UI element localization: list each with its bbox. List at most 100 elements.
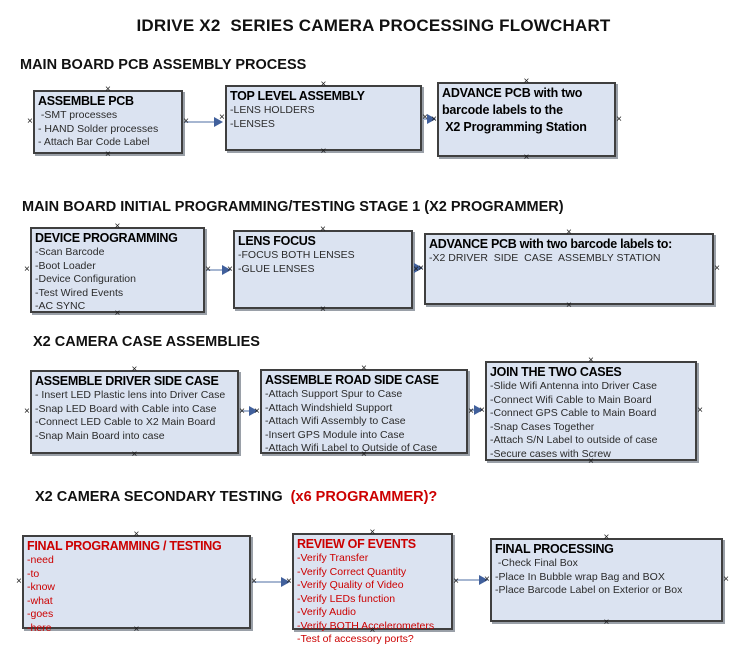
box-line: -Attach Support Spur to Case (265, 388, 403, 400)
connection-point-icon: × (603, 532, 610, 543)
flow-box-assemble-driver-side-case[interactable]: × × × × ASSEMBLE DRIVER SIDE CASE - Inse… (24, 365, 245, 460)
connection-point-icon: × (616, 113, 622, 125)
flow-arrow[interactable] (414, 263, 423, 273)
arrow-line (423, 118, 427, 120)
arrow-line (241, 410, 249, 412)
connection-point-icon: × (479, 405, 485, 416)
box-line: ADVANCE PCB with two (442, 86, 583, 100)
box-line: -need (27, 554, 54, 566)
section-heading-red-part: (x6 PROGRAMMER)? (290, 489, 438, 505)
connection-point-icon: × (205, 264, 211, 275)
connection-point-icon: × (219, 112, 225, 123)
arrow-line (470, 409, 474, 411)
flow-arrow[interactable] (423, 114, 436, 124)
box-line: -Verify Correct Quantity (297, 565, 407, 578)
flow-arrow[interactable] (470, 405, 483, 415)
arrow-head-icon (281, 577, 290, 587)
box-line: -Attach Windshield Support (265, 401, 393, 414)
box-line: -Snap Cases Together (490, 420, 595, 433)
flow-box-top-level-assembly[interactable]: × × × × TOP LEVEL ASSEMBLY -LENS HOLDERS… (219, 80, 428, 157)
flow-box-final-processing[interactable]: × × × × FINAL PROCESSING -Check Final Bo… (484, 533, 729, 628)
box-title: REVIEW OF EVENTS (297, 537, 416, 551)
box-line: -goes (27, 608, 54, 620)
box-line: -SMT processes (38, 109, 118, 121)
box-line: -to (27, 567, 40, 580)
connection-point-icon: × (183, 116, 189, 127)
connection-point-icon: × (468, 405, 474, 417)
connection-point-icon: × (251, 576, 257, 587)
box-line: -Place Barcode Label on Exterior or Box (495, 584, 683, 596)
box-line: -Scan Barcode (35, 246, 105, 258)
box-line: -X2 DRIVER SIDE CASE ASSEMBLY STATION (429, 252, 661, 264)
box-title: LENS FOCUS (238, 234, 316, 248)
box-title: ADVANCE PCB with two barcode labels to: (429, 237, 672, 251)
arrow-head-icon (427, 114, 436, 124)
box-title: DEVICE PROGRAMMING (35, 231, 178, 245)
box-line: -Test Wired Events (35, 286, 124, 299)
box-line: -Connect LED Cable to X2 Main Board (35, 416, 216, 428)
flow-arrow[interactable] (241, 406, 258, 416)
box-line: - Insert LED Plastic lens into Driver Ca… (35, 389, 226, 401)
flow-arrow[interactable] (185, 117, 223, 127)
arrow-head-icon (249, 406, 258, 416)
connection-point-icon: × (105, 84, 111, 95)
box-line: -Verify Quality of Video (297, 579, 404, 591)
flow-box-final-programming-testing[interactable]: × × × × FINAL PROGRAMMING / TESTING -nee… (16, 530, 257, 635)
box-line: -Boot Loader (35, 259, 96, 272)
flow-box-advance-pcb-driver-side-station[interactable]: × × × × ADVANCE PCB with two barcode lab… (418, 228, 720, 311)
box-line: -Test of accessory ports? (297, 633, 414, 645)
box-title: ASSEMBLE ROAD SIDE CASE (265, 373, 439, 387)
connection-point-icon: × (114, 308, 121, 319)
connection-point-icon: × (114, 221, 121, 232)
box-line: barcode labels to the (442, 103, 563, 117)
connection-point-icon: × (24, 406, 30, 417)
flow-box-advance-pcb-programming-station[interactable]: × × × × ADVANCE PCB with two barcode lab… (431, 77, 622, 163)
flow-box-lens-focus[interactable]: × × × × LENS FOCUS -FOCUS BOTH LENSES -G… (227, 225, 419, 315)
connection-point-icon: × (131, 364, 138, 375)
flow-arrow[interactable] (207, 265, 231, 275)
connection-point-icon: × (566, 300, 572, 311)
flow-arrow[interactable] (253, 577, 290, 587)
connection-point-icon: × (361, 449, 367, 460)
box-line: -FOCUS BOTH LENSES (238, 249, 355, 261)
connection-point-icon: × (369, 625, 376, 636)
arrow-line (207, 269, 222, 271)
connection-point-icon: × (603, 617, 610, 628)
box-line: -Attach Wifi Label to Outside of Case (265, 442, 438, 454)
box-title: FINAL PROGRAMMING / TESTING (27, 539, 222, 553)
connection-point-icon: × (133, 529, 140, 540)
connection-point-icon: × (286, 575, 292, 587)
flow-box-assemble-pcb[interactable]: × × × × ASSEMBLE PCB -SMT processes - HA… (27, 85, 189, 160)
connection-point-icon: × (418, 263, 424, 274)
connection-point-icon: × (105, 149, 111, 160)
box-line: -Snap LED Board with Cable into Case (35, 402, 217, 415)
flow-box-assemble-road-side-case[interactable]: × × × × ASSEMBLE ROAD SIDE CASE -Attach … (254, 364, 474, 460)
page-title: IDRIVE X2 SERIES CAMERA PROCESSING FLOWC… (136, 16, 611, 35)
box-line: -what (27, 594, 53, 607)
flow-arrow[interactable] (455, 575, 488, 585)
connection-point-icon: × (254, 405, 260, 417)
box-line: -Verify LEDs function (297, 592, 396, 605)
box-title: FINAL PROCESSING (495, 542, 614, 556)
box-line: -Slide Wifi Antenna into Driver Case (490, 380, 657, 392)
connection-point-icon: × (320, 146, 327, 157)
box-line: -LENSES (230, 117, 275, 130)
arrow-head-icon (414, 263, 423, 273)
box-title: JOIN THE TWO CASES (490, 365, 622, 379)
flow-box-device-programming[interactable]: × × × × DEVICE PROGRAMMING -Scan Barcode… (24, 222, 211, 319)
connection-point-icon: × (24, 264, 30, 275)
box-line: -Secure cases with Screw (490, 447, 611, 460)
arrow-head-icon (474, 405, 483, 415)
connection-point-icon: × (320, 79, 327, 90)
box-line: -Verify BOTH Accelerometers (297, 619, 435, 632)
flow-box-review-of-events[interactable]: × × × × REVIEW OF EVENTS -Verify Transfe… (286, 528, 459, 646)
box-line: -Attach Wifi Assembly to Case (265, 415, 406, 427)
connection-point-icon: × (422, 112, 428, 123)
connection-point-icon: × (453, 575, 459, 587)
connection-point-icon: × (523, 152, 530, 163)
flow-box-join-the-two-cases[interactable]: × × × × JOIN THE TWO CASES -Slide Wifi A… (479, 356, 703, 467)
arrow-line (185, 121, 214, 123)
connection-point-icon: × (714, 263, 720, 274)
box-line: -Attach S/N Label to outside of case (490, 434, 658, 446)
box-line: - HAND Solder processes (38, 122, 159, 135)
